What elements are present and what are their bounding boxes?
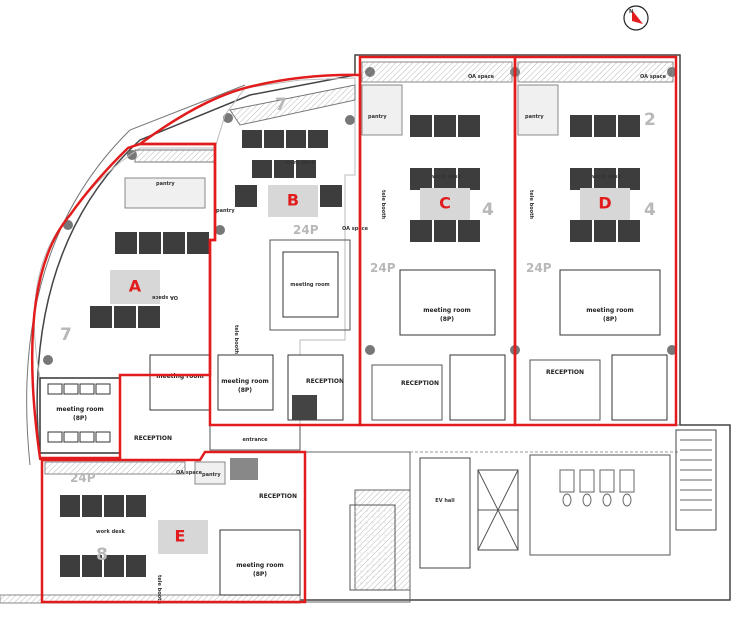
zone-d-pantry-label: pantry <box>525 114 544 120</box>
zone-c-label-box <box>420 188 470 220</box>
north-arrow-icon: N <box>623 5 649 31</box>
zone-d-desks <box>570 115 640 242</box>
zone-d-reception-label: RECEPTION <box>546 369 584 376</box>
zone-c-oa-label: OA space <box>468 74 495 80</box>
zone-e-label: E <box>175 527 186 546</box>
zone-b-reception-label: RECEPTION <box>306 378 344 385</box>
zone-a-reception-label: RECEPTION <box>134 435 172 442</box>
zone-a-oa-label: OA space <box>151 294 178 300</box>
zone-b-meeting-capacity-8p: (8P) <box>238 387 252 394</box>
zone-c-booth-label: tele booth <box>380 190 386 219</box>
zone-b-area: B 7 work desk pantry 24P OA space meetin… <box>209 77 369 451</box>
zone-a-small-meeting-label: meeting room <box>156 373 203 380</box>
zone-d-meeting-capacity: (8P) <box>603 316 617 323</box>
zone-e-meeting-capacity: (8P) <box>253 571 267 578</box>
zone-e-reception-label: RECEPTION <box>259 493 297 500</box>
zone-e-booth-label: tele booth <box>156 575 162 604</box>
zone-b-large-meeting-label: meeting room <box>290 282 330 288</box>
building-structure <box>0 54 731 604</box>
zone-d-seat-count: 4 <box>644 200 656 220</box>
zone-a-meeting-capacity: (8P) <box>73 415 87 422</box>
zone-d-meeting-room-label: meeting room <box>586 307 633 314</box>
zone-a-area: A pantry OA space 7 meeting room (8P) me… <box>33 147 216 454</box>
zone-c-desks <box>410 115 480 242</box>
zone-a-label-box <box>110 270 160 304</box>
zone-e-label-box <box>158 520 208 554</box>
zone-d-capacity: 24P <box>526 261 552 275</box>
zone-b-meeting-capacity: 24P <box>293 223 319 237</box>
zone-e-capacity: 24P <box>70 471 96 485</box>
zone-d-work-desk-label: work desk <box>592 174 622 180</box>
zone-c-meeting-room-label: meeting room <box>423 307 470 314</box>
zone-e-outline <box>40 450 307 604</box>
zone-e-oa-label: OA space <box>176 470 203 476</box>
zone-a-label: A <box>129 277 142 296</box>
zone-c-seat-count: 4 <box>482 200 494 220</box>
zone-b-meeting-room-label: meeting room <box>221 378 268 385</box>
zone-c-meeting-capacity: (8P) <box>440 316 454 323</box>
zone-b-booth-label: tele booth <box>233 325 239 354</box>
zone-b-work-desk-label: work desk <box>286 160 316 166</box>
zone-e-seat-count: 8 <box>96 545 108 565</box>
zone-a-seat-count: 7 <box>60 325 72 345</box>
zone-b-seat-count: 7 <box>275 95 287 115</box>
zone-d-label: D <box>598 194 611 213</box>
zone-e-meeting-room-label: meeting room <box>236 562 283 569</box>
zone-c-work-desk-label: work desk <box>432 174 462 180</box>
zone-d-booth-label: tele booth <box>528 190 534 219</box>
zone-b-label: B <box>287 191 299 210</box>
zone-e-area: E 24P pantry OA space work desk 8 RECEPT… <box>44 458 301 604</box>
zone-b-label-box <box>268 185 318 217</box>
zone-d-label-box <box>580 188 630 220</box>
zone-c-pantry-label: pantry <box>368 114 387 120</box>
zone-e-work-desk-label: work desk <box>96 529 126 535</box>
zone-b-pantry-label: pantry <box>216 208 235 214</box>
zone-a-meeting-room-label: meeting room <box>56 406 103 413</box>
zone-outlines <box>30 55 678 604</box>
zone-c-capacity: 24P <box>370 261 396 275</box>
entrance-label: entrance <box>242 437 268 443</box>
zone-b-oa-label: OA space <box>342 226 369 232</box>
zone-e-pantry-label: pantry <box>202 472 221 478</box>
zone-b-desks <box>235 130 342 207</box>
zone-d-area: D OA space pantry work desk 2 4 24P meet… <box>517 61 674 421</box>
zone-c-reception-label: RECEPTION <box>401 380 439 387</box>
zone-c-label: C <box>439 194 451 213</box>
zone-a-pantry-label: pantry <box>156 181 175 187</box>
north-label: N <box>629 9 633 15</box>
zone-d-outline <box>513 55 678 427</box>
zone-d-oa-label: OA space <box>640 74 667 80</box>
zone-c-area: C OA space pantry work desk 4 24P meetin… <box>361 61 513 421</box>
ev-hall-label: EV hall <box>435 498 455 504</box>
zone-a-desks <box>90 232 209 328</box>
zone-e-desks <box>60 495 146 577</box>
zone-d-seat-count-top: 2 <box>644 110 656 130</box>
